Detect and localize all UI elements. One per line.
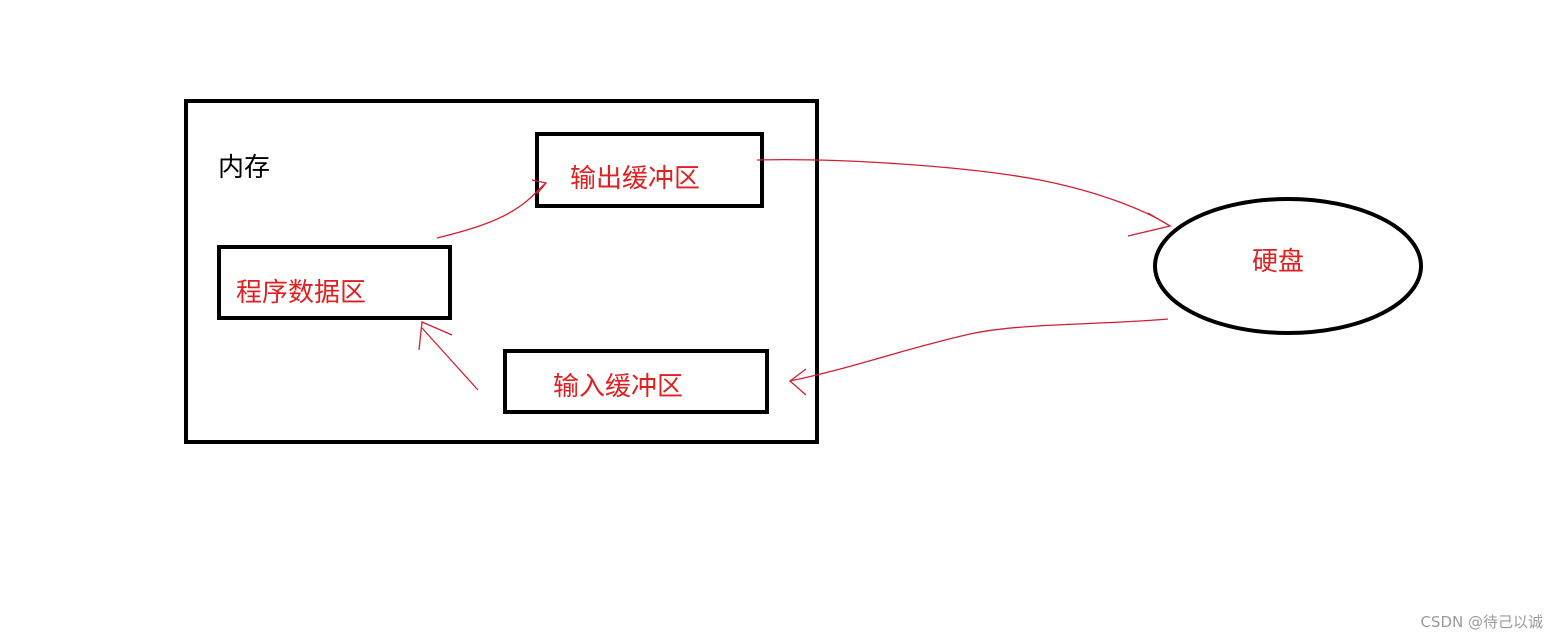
disk-ellipse — [1153, 197, 1423, 335]
output-buffer-label: 输出缓冲区 — [570, 164, 701, 194]
program-data-box — [217, 245, 452, 320]
watermark: CSDN @待己以诚 — [1420, 613, 1543, 631]
program-data-label: 程序数据区 — [236, 278, 367, 308]
input-buffer-label: 输入缓冲区 — [553, 372, 684, 402]
memory-label: 内存 — [218, 153, 271, 183]
memory-box — [184, 99, 819, 444]
disk-label: 硬盘 — [1252, 247, 1305, 277]
output-buffer-box — [535, 132, 764, 208]
arrow-disk-to-input — [788, 318, 1169, 396]
arrow-output-to-disk — [756, 159, 1172, 237]
input-buffer-box — [503, 349, 769, 414]
arrow-program-to-output — [436, 179, 548, 239]
arrow-input-to-program — [418, 321, 479, 391]
